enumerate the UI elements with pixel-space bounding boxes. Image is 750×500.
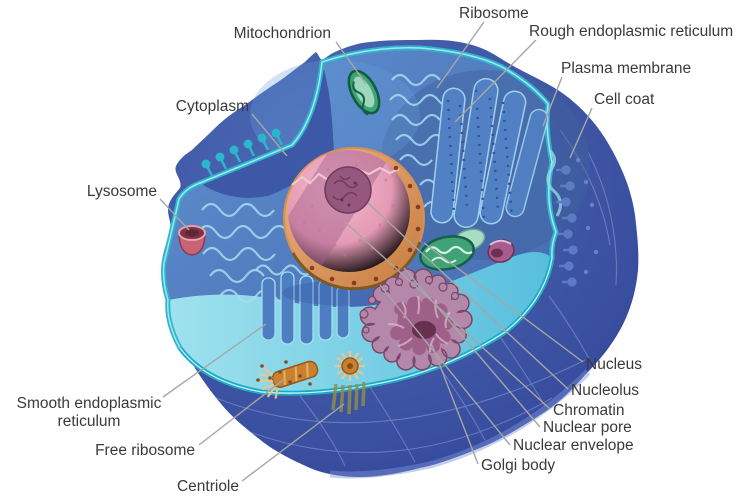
label-mitochondrion: Mitochondrion (234, 25, 331, 42)
label-cell-coat: Cell coat (594, 91, 655, 108)
leader-chromatin (344, 221, 551, 410)
nuclear-envelope-dark-edge (291, 241, 422, 291)
leader-plasma-membrane (542, 76, 563, 127)
leader-lysosome (159, 198, 190, 231)
leader-cytoplasm (251, 113, 288, 157)
free-ribosomes (256, 360, 312, 386)
centriole-side (258, 360, 319, 399)
leader-nucleus (423, 242, 584, 363)
smooth-er-tubules (261, 271, 350, 345)
label-lysosome: Lysosome (87, 183, 157, 200)
leader-centriole (241, 403, 345, 482)
leader-free-ribosome (198, 379, 284, 446)
label-centriole: Centriole (177, 478, 239, 495)
leader-nucleolus (367, 202, 569, 390)
label-golgi-body: Golgi body (481, 457, 555, 474)
golgi-frills (387, 295, 451, 353)
label-rough-er: Rough endoplasmic reticulum (529, 23, 733, 40)
leader-lines (159, 21, 593, 482)
roof-wedge (200, 62, 334, 198)
label-nucleus: Nucleus (586, 356, 642, 373)
leader-cell-coat (569, 107, 593, 159)
chromatin-granules (302, 163, 395, 257)
leader-nuclear-envelope (379, 284, 511, 446)
leader-nuclear-pore (403, 267, 541, 428)
label-cytoplasm: Cytoplasm (176, 98, 249, 115)
cell-coat-dots (575, 157, 599, 275)
label-nuclear-pore: Nuclear pore (543, 419, 632, 436)
rough-er-ribosome-dots (446, 89, 514, 221)
er-squiggles-left (197, 202, 293, 304)
mitochondrion-right (419, 228, 486, 271)
golgi-center (412, 321, 436, 339)
centriole-reflection (331, 381, 366, 415)
label-nucleolus: Nucleolus (571, 382, 639, 399)
label-plasma-membrane: Plasma membrane (561, 60, 691, 77)
centriole-end-on (335, 351, 365, 381)
exterior-grid-lines (215, 129, 617, 467)
leader-golgi-body (431, 344, 479, 465)
label-smooth-er-line2: reticulum (58, 413, 121, 430)
leader-ribosome (436, 21, 485, 89)
label-smooth-er-line1: Smooth endoplasmic (17, 395, 162, 412)
leader-smooth-er (162, 323, 267, 398)
lysosome-left (178, 225, 206, 256)
cell-coat-knobs (556, 165, 578, 287)
microvilli (201, 128, 284, 177)
label-ribosome: Ribosome (459, 5, 529, 22)
leader-mitochondrion (335, 41, 367, 85)
labels: Mitochondrion Ribosome Rough endoplasmic… (17, 5, 734, 495)
label-nuclear-envelope: Nuclear envelope (513, 437, 634, 454)
bottom-rim-highlight (329, 369, 591, 479)
rough-er-cisternae (430, 78, 549, 228)
mitochondrion-top (347, 69, 381, 116)
leader-rough-er (454, 39, 537, 123)
label-chromatin: Chromatin (553, 402, 625, 419)
lysosome-right (487, 239, 515, 263)
label-free-ribosome: Free ribosome (95, 442, 195, 459)
nucleolus (324, 166, 372, 214)
centrioles (258, 351, 366, 415)
endoplasmic-reticulum (197, 73, 549, 345)
